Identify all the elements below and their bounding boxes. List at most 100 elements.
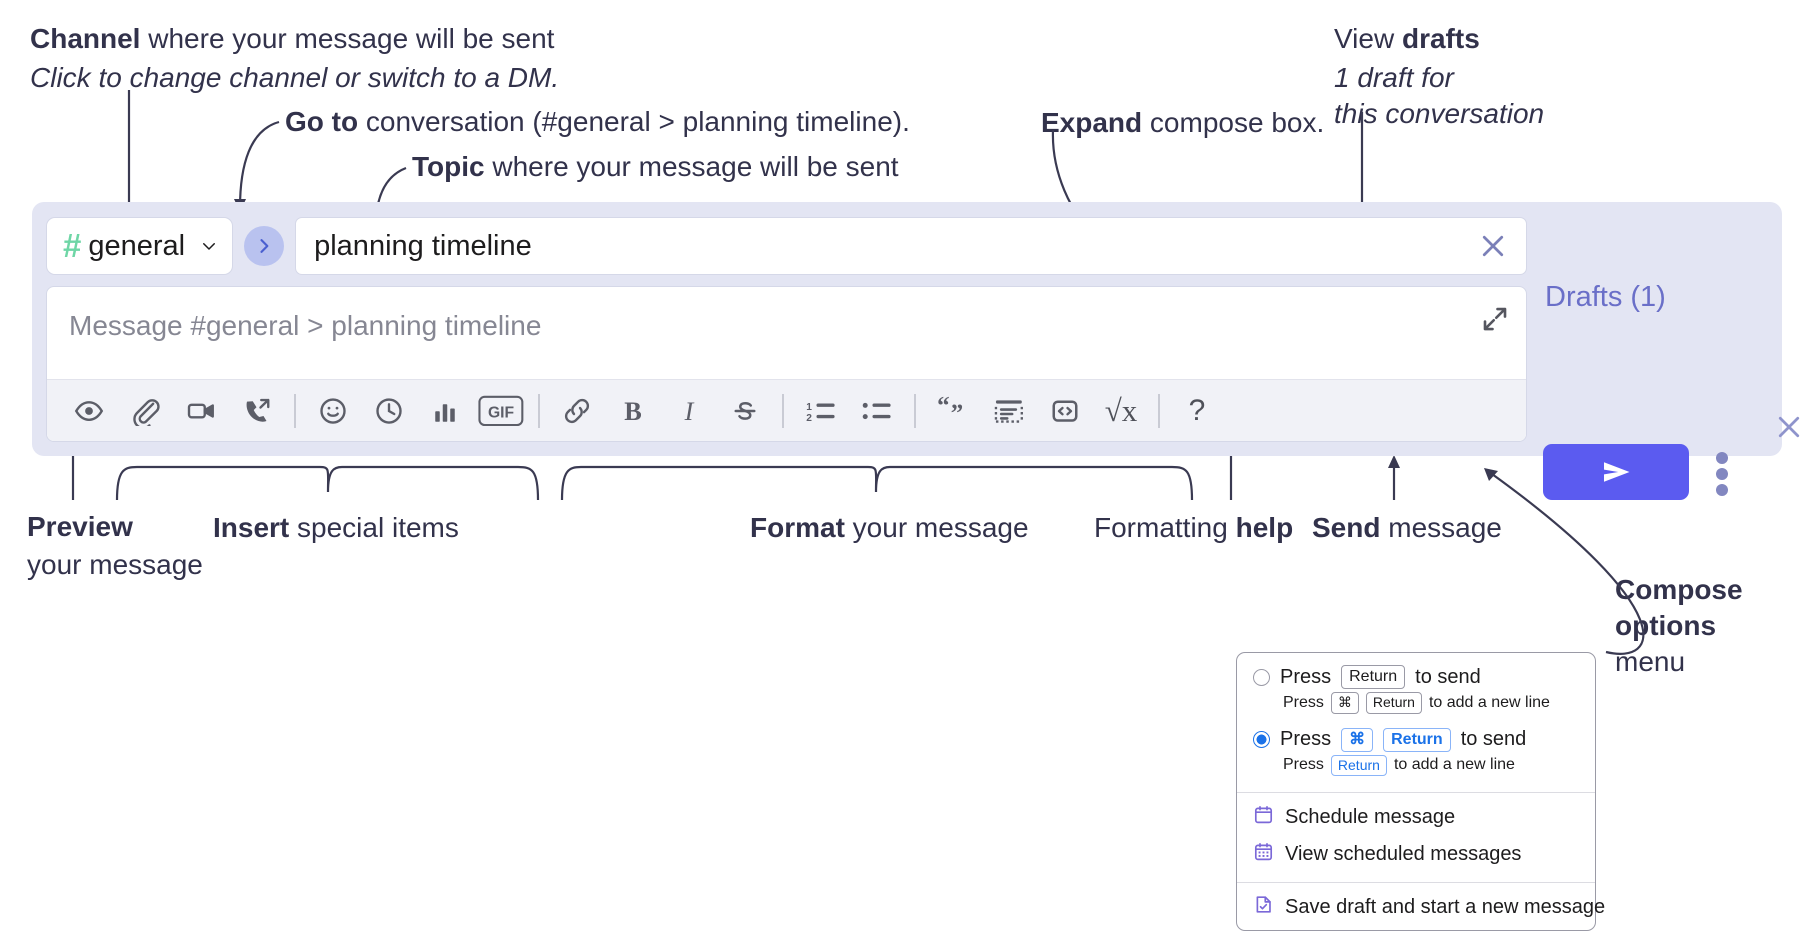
menu-item-label: Save draft and start a new message xyxy=(1285,896,1606,918)
option-return-hint-suffix: to add a new line xyxy=(1428,693,1550,711)
code-inline-icon[interactable] xyxy=(1037,387,1093,435)
key-cmd: ⌘ xyxy=(1341,727,1374,752)
annotation-send-bold: Send xyxy=(1312,512,1381,543)
svg-text:GIF: GIF xyxy=(488,404,514,421)
radio-cmd-return[interactable] xyxy=(1253,731,1270,748)
annotation-preview-bold: Preview xyxy=(27,511,133,542)
option-return-prefix: Press xyxy=(1280,665,1332,688)
key-return: Return xyxy=(1365,692,1422,714)
annotation-goto-rest: conversation (#general > planning timeli… xyxy=(358,106,910,137)
annotation-insert-rest: special items xyxy=(289,512,459,543)
annotation-format-rest: your message xyxy=(844,512,1029,543)
menu-divider xyxy=(1237,882,1595,883)
emoji-icon[interactable] xyxy=(305,387,361,435)
option-return-suffix: to send xyxy=(1415,665,1481,688)
menu-item-label: Schedule message xyxy=(1285,806,1456,828)
option-cmd-return-hint-prefix: Press xyxy=(1283,756,1324,774)
blockquote-icon[interactable]: “ ” xyxy=(925,387,981,435)
key-return: Return xyxy=(1383,727,1451,752)
message-input-placeholder: Message #general > planning timeline xyxy=(69,310,542,341)
annotation-topic-bold: Topic xyxy=(412,151,485,182)
option-cmd-return-suffix: to send xyxy=(1460,728,1527,750)
key-return: Return xyxy=(1341,665,1406,689)
annotation-compose-options: Compose options menu xyxy=(1615,572,1743,679)
annotation-help-plain: Formatting xyxy=(1094,512,1236,543)
compose-box: # general planning timeline xyxy=(32,202,1800,456)
annotation-drafts-italic-2: this conversation xyxy=(1334,98,1545,130)
annotation-send: Send message xyxy=(1312,511,1502,545)
key-return: Return xyxy=(1330,754,1387,776)
video-camera-icon[interactable] xyxy=(173,387,229,435)
annotation-formatting-help: Formatting help xyxy=(1094,511,1293,545)
kebab-dot xyxy=(1716,484,1728,496)
topic-input-value: planning timeline xyxy=(314,229,532,262)
code-block-icon[interactable] xyxy=(981,387,1037,435)
kebab-dot xyxy=(1716,452,1728,464)
goto-conversation-button[interactable] xyxy=(244,226,285,266)
drafts-link[interactable]: Drafts (1) xyxy=(1545,281,1666,313)
help-icon[interactable]: ? xyxy=(1169,387,1225,435)
compose-options-menu-button[interactable] xyxy=(1713,452,1731,496)
menu-item-schedule-message[interactable]: Schedule message xyxy=(1237,799,1595,836)
option-press-cmd-return-to-send[interactable]: Press ⌘ Return to send xyxy=(1237,726,1595,752)
channel-selector[interactable]: # general xyxy=(46,217,234,275)
ordered-list-icon[interactable]: 1 2 xyxy=(793,387,849,435)
bulleted-list-icon[interactable] xyxy=(849,387,905,435)
math-icon[interactable]: √x xyxy=(1093,387,1149,435)
expand-compose-icon[interactable] xyxy=(1480,304,1510,334)
menu-item-view-scheduled-messages[interactable]: View scheduled messages xyxy=(1237,836,1595,873)
send-button[interactable] xyxy=(1543,444,1689,500)
annotation-expand: Expand compose box. xyxy=(1041,106,1324,140)
link-icon[interactable] xyxy=(549,387,605,435)
option-return-hint: Press ⌘ Return to add a new line xyxy=(1237,689,1595,721)
math-icon-label: √x xyxy=(1104,392,1138,428)
annotation-compose-options-bold-1: Compose xyxy=(1615,574,1743,605)
bold-icon[interactable]: B xyxy=(605,387,661,435)
menu-item-save-draft[interactable]: Save draft and start a new message xyxy=(1237,889,1605,926)
close-compose-icon[interactable] xyxy=(1774,412,1804,442)
help-icon-label: ? xyxy=(1188,393,1206,427)
toolbar-divider xyxy=(538,393,540,428)
annotation-drafts-bold: drafts xyxy=(1401,23,1480,54)
annotation-drafts: View drafts 1 draft for this conversatio… xyxy=(1334,22,1544,131)
option-press-return-to-send[interactable]: Press Return to send xyxy=(1237,663,1595,689)
svg-text:I: I xyxy=(684,396,695,425)
chevron-down-icon xyxy=(200,237,218,255)
annotation-insert: Insert special items xyxy=(213,511,459,545)
eye-icon[interactable] xyxy=(61,387,117,435)
clock-icon[interactable] xyxy=(361,387,417,435)
annotation-format-bold: Format xyxy=(750,512,845,543)
calendar-icon xyxy=(1253,804,1274,831)
svg-text:2: 2 xyxy=(806,413,812,424)
paperclip-icon[interactable] xyxy=(117,387,173,435)
send-arrow-icon xyxy=(1604,462,1630,482)
toolbar-divider xyxy=(1158,393,1160,428)
channel-name-label: general xyxy=(88,229,186,262)
formatting-toolbar: GIF B xyxy=(47,379,1526,441)
gif-icon[interactable]: GIF xyxy=(473,387,529,435)
svg-text:1: 1 xyxy=(806,401,812,412)
toolbar-divider xyxy=(294,393,296,428)
svg-text:B: B xyxy=(624,396,642,425)
radio-return[interactable] xyxy=(1253,668,1270,686)
annotation-compose-options-bold-2: options xyxy=(1615,609,1717,641)
option-cmd-return-hint-suffix: to add a new line xyxy=(1393,756,1515,774)
clear-topic-icon[interactable] xyxy=(1478,231,1508,261)
topic-input[interactable]: planning timeline xyxy=(295,217,1527,275)
option-cmd-return-hint: Press Return to add a new line xyxy=(1237,752,1595,784)
annotation-topic-rest: where your message will be sent xyxy=(484,151,899,182)
strikethrough-icon[interactable] xyxy=(717,387,773,435)
annotation-expand-bold: Expand xyxy=(1041,107,1143,138)
phone-forward-icon[interactable] xyxy=(229,387,285,435)
annotation-topic: Topic where your message will be sent xyxy=(412,150,899,184)
annotation-goto-bold: Go to xyxy=(285,106,359,137)
compose-header-row: # general planning timeline xyxy=(46,216,1527,276)
option-return-hint-prefix: Press xyxy=(1283,693,1324,711)
bar-chart-icon[interactable] xyxy=(417,387,473,435)
message-input-area[interactable]: Message #general > planning timeline xyxy=(46,286,1527,442)
option-cmd-return-prefix: Press xyxy=(1280,728,1332,750)
annotation-drafts-italic-1: 1 draft for xyxy=(1334,62,1454,94)
annotation-help-bold: help xyxy=(1235,512,1294,543)
italic-icon[interactable]: I xyxy=(661,387,717,435)
